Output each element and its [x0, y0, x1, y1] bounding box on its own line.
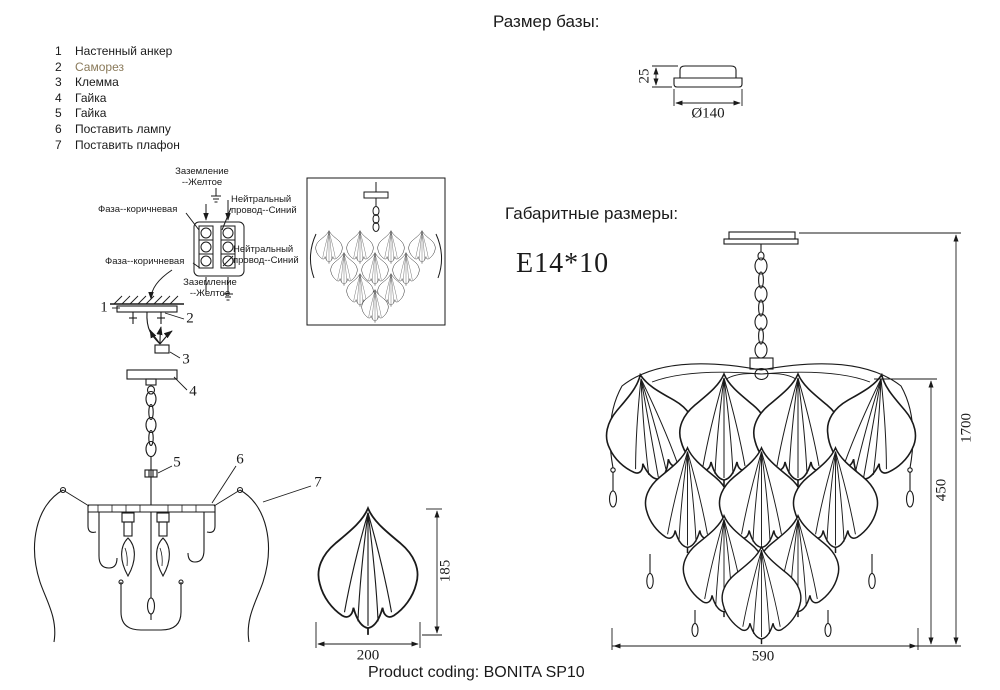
part-label: Поставить плафон	[75, 137, 180, 152]
parts-list-item: 3 Клемма	[55, 75, 180, 91]
product-coding-label: Product coding: BONITA SP10	[368, 664, 585, 681]
dim-body-width: 590	[751, 648, 775, 665]
dim-shade-height: 185	[437, 559, 454, 583]
part-number: 7	[55, 137, 62, 152]
wiring-neutral-bottom-label: Нейтральный провод--Синий	[233, 244, 299, 266]
dim-base-diameter: Ø140	[691, 105, 725, 122]
callout-1: 1	[100, 299, 108, 316]
part-label: Поставить лампу	[75, 121, 171, 136]
plafond-detail-drawing	[317, 507, 419, 636]
part-number: 3	[55, 75, 62, 90]
callout-4: 4	[189, 383, 197, 400]
dim-shade-width: 200	[356, 647, 380, 664]
overall-size-title: Габаритные размеры:	[505, 204, 679, 223]
part-label: Саморез	[75, 59, 124, 74]
callout-3: 3	[182, 351, 190, 368]
part-number: 2	[55, 59, 62, 74]
overall-chandelier-drawing	[595, 231, 927, 645]
dim-base-height: 25	[636, 68, 653, 84]
base-drawing	[673, 65, 743, 88]
part-number: 4	[55, 90, 62, 105]
wiring-diagram	[148, 188, 245, 301]
dim-total-height: 1700	[958, 413, 975, 443]
wiring-ground-top-label: Заземление --Желтое	[175, 166, 229, 188]
callout-5: 5	[173, 454, 181, 471]
callout-6: 6	[236, 451, 244, 468]
parts-list-item: 7 Поставить плафон	[55, 138, 180, 154]
dim-body-height: 450	[933, 478, 950, 502]
base-size-title: Размер базы:	[493, 12, 600, 31]
part-label: Настенный анкер	[75, 44, 173, 58]
part-label: Гайка	[75, 90, 107, 105]
mini-chandelier-box	[306, 177, 446, 326]
dimension-lines	[315, 65, 961, 650]
wiring-neutral-top-label: Нейтральный провод--Синий	[231, 194, 297, 216]
parts-list-item: 4 Гайка	[55, 91, 180, 107]
callout-7: 7	[314, 474, 322, 491]
parts-list-item: 2 Саморез	[55, 60, 180, 76]
parts-list-item: 1 Настенный анкер	[55, 44, 180, 60]
assembly-drawing	[34, 295, 312, 643]
parts-list-item: 5 Гайка	[55, 106, 180, 122]
part-label: Клемма	[75, 75, 119, 90]
callout-2: 2	[186, 310, 194, 327]
parts-list-item: 6 Поставить лампу	[55, 122, 180, 138]
wiring-ground-bottom-label: Заземление --Желтое	[183, 277, 237, 299]
lamp-spec-label: E14*10	[516, 248, 610, 279]
part-number: 6	[55, 121, 62, 136]
part-label: Гайка	[75, 106, 107, 121]
wiring-phase-bottom-label: Фаза--коричневая	[105, 256, 185, 267]
part-number: 5	[55, 106, 62, 121]
wiring-phase-top-label: Фаза--коричневая	[98, 204, 178, 215]
part-number: 1	[55, 44, 62, 58]
